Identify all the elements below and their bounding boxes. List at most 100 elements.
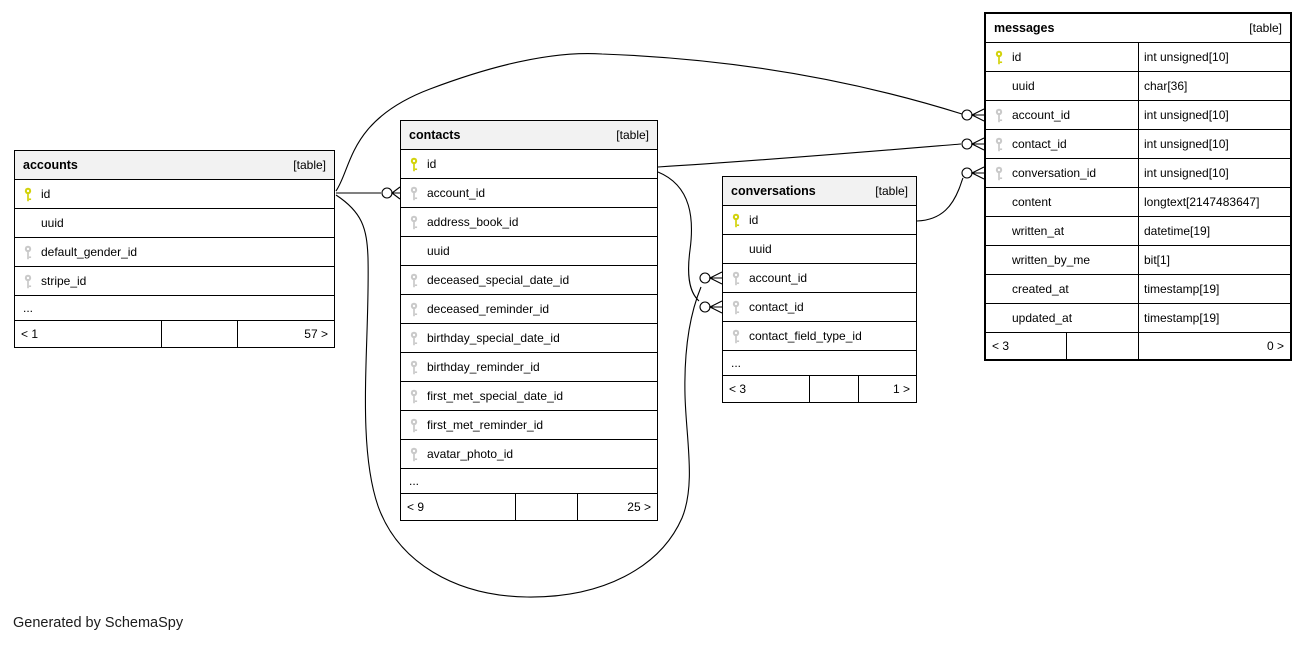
column-name: birthday_reminder_id <box>427 360 540 374</box>
column-name: id <box>1012 50 1022 64</box>
relationship-contacts-messages <box>657 137 985 168</box>
foreign-key-icon <box>401 418 427 433</box>
footer-left-stat: < 3 <box>723 376 810 402</box>
table-name: accounts <box>23 158 78 172</box>
column-row-written_by_me: written_by_me bit[1] <box>986 246 1290 275</box>
column-name: id <box>41 187 51 201</box>
column-name: address_book_id <box>427 215 519 229</box>
footer-middle-cell <box>516 494 578 520</box>
column-type: timestamp[19] <box>1138 304 1290 332</box>
table-footer: < 9 25 > <box>401 494 657 520</box>
column-name: avatar_photo_id <box>427 447 514 461</box>
foreign-key-icon <box>723 329 749 344</box>
footer-right-stat: 1 > <box>892 382 910 396</box>
column-row-account_id: account_id int unsigned[10] <box>986 101 1290 130</box>
column-type: int unsigned[10] <box>1138 159 1290 187</box>
column-name: id <box>427 157 437 171</box>
column-row-birthday_special_date_id: birthday_special_date_id <box>401 324 657 353</box>
column-type: char[36] <box>1138 72 1290 100</box>
relationship-conversations-messages <box>916 166 985 222</box>
column-row-id: id <box>15 180 334 209</box>
column-row-id: id int unsigned[10] <box>986 43 1290 72</box>
column-type: bit[1] <box>1138 246 1290 274</box>
column-name: account_id <box>749 271 808 285</box>
table-badge: [table] <box>616 128 649 142</box>
column-name: uuid <box>1012 79 1035 93</box>
primary-key-icon <box>986 50 1012 65</box>
column-name: deceased_special_date_id <box>427 273 570 287</box>
column-name: uuid <box>749 242 772 256</box>
column-name: id <box>749 213 759 227</box>
column-name: contact_id <box>749 300 804 314</box>
foreign-key-icon <box>401 331 427 346</box>
table-name: conversations <box>731 184 816 198</box>
foreign-key-icon <box>15 274 41 289</box>
column-row-uuid: uuid <box>401 237 657 266</box>
foreign-key-icon <box>401 302 427 317</box>
column-type: int unsigned[10] <box>1138 130 1290 158</box>
column-name: uuid <box>41 216 64 230</box>
ellipsis-row: ... <box>401 469 657 494</box>
table-header[interactable]: contacts [table] <box>401 121 657 150</box>
column-row-birthday_reminder_id: birthday_reminder_id <box>401 353 657 382</box>
column-name: account_id <box>1012 108 1071 122</box>
column-name: uuid <box>427 244 450 258</box>
table-footer: < 3 1 > <box>723 376 916 402</box>
foreign-key-icon <box>986 108 1012 123</box>
footer-middle-cell <box>1067 333 1139 359</box>
primary-key-icon <box>401 157 427 172</box>
table-messages[interactable]: messages [table] id int unsigned[10] uuid c… <box>984 12 1292 361</box>
column-type: int unsigned[10] <box>1138 101 1290 129</box>
table-header[interactable]: accounts [table] <box>15 151 334 180</box>
table-contacts[interactable]: contacts [table] id account_id address_boo… <box>400 120 658 521</box>
column-name: content <box>1012 195 1052 209</box>
column-type: int unsigned[10] <box>1138 43 1290 71</box>
foreign-key-icon <box>15 245 41 260</box>
foreign-key-icon <box>723 271 749 286</box>
footer-left-stat: < 1 <box>15 321 162 347</box>
column-type: datetime[19] <box>1138 217 1290 245</box>
column-row-deceased_reminder_id: deceased_reminder_id <box>401 295 657 324</box>
primary-key-icon <box>723 213 749 228</box>
foreign-key-icon <box>401 389 427 404</box>
footer-left-stat: < 9 <box>401 494 516 520</box>
column-name: created_at <box>1012 282 1069 296</box>
table-badge: [table] <box>293 158 326 172</box>
column-row-default_gender_id: default_gender_id <box>15 238 334 267</box>
column-row-first_met_reminder_id: first_met_reminder_id <box>401 411 657 440</box>
column-row-uuid: uuid char[36] <box>986 72 1290 101</box>
column-row-uuid: uuid <box>723 235 916 264</box>
table-name: messages <box>994 21 1055 35</box>
column-row-uuid: uuid <box>15 209 334 238</box>
table-header[interactable]: conversations [table] <box>723 177 916 206</box>
table-header[interactable]: messages [table] <box>986 14 1290 43</box>
table-accounts[interactable]: accounts [table] id uuid default_gender_id… <box>14 150 335 348</box>
column-name: conversation_id <box>1012 166 1097 180</box>
column-name: contact_id <box>1012 137 1067 151</box>
ellipsis-row: ... <box>15 296 334 321</box>
column-name: first_met_reminder_id <box>427 418 544 432</box>
generated-by-note: Generated by SchemaSpy <box>13 615 184 631</box>
footer-middle-cell <box>810 376 859 402</box>
footer-middle-cell <box>162 321 238 347</box>
relationship-accounts-messages <box>335 52 985 192</box>
column-row-address_book_id: address_book_id <box>401 208 657 237</box>
relationship-accounts-contacts <box>336 186 401 200</box>
relationship-contacts-conversations <box>657 171 723 314</box>
foreign-key-icon <box>401 447 427 462</box>
column-name: first_met_special_date_id <box>427 389 564 403</box>
column-name: birthday_special_date_id <box>427 331 560 345</box>
footer-right-stat: 0 > <box>1266 339 1284 353</box>
foreign-key-icon <box>401 273 427 288</box>
column-name: written_by_me <box>1012 253 1091 267</box>
column-row-account_id: account_id <box>723 264 916 293</box>
footer-right-stat: 25 > <box>627 500 651 514</box>
column-type: timestamp[19] <box>1138 275 1290 303</box>
column-row-contact_id: contact_id int unsigned[10] <box>986 130 1290 159</box>
column-row-account_id: account_id <box>401 179 657 208</box>
